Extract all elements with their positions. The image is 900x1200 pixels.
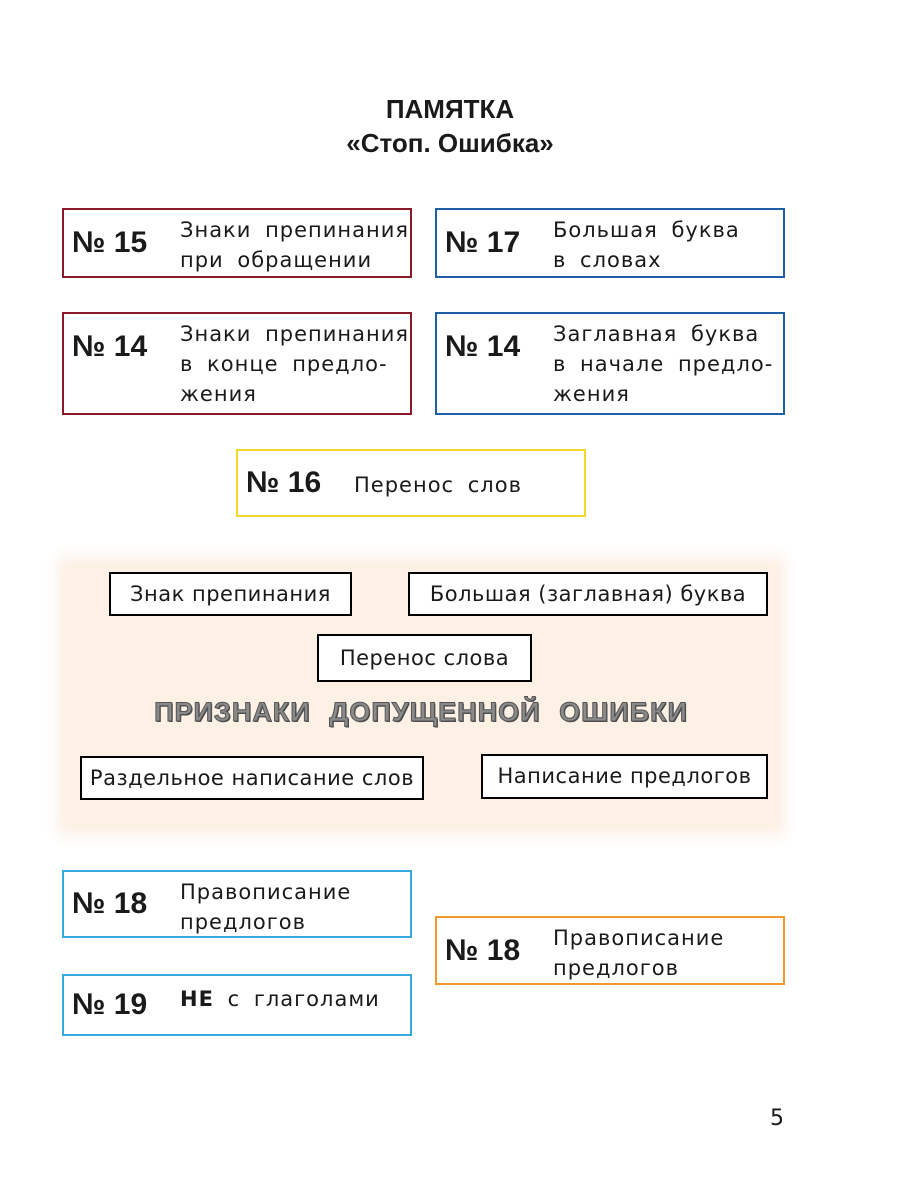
rule-text: Заглавная буква в начале предло- жения (553, 322, 774, 406)
rule-number: № 17 (445, 226, 521, 259)
rule-text: Правописание предлогов (180, 880, 352, 934)
rule-box-16: № 16 Перенос слов (236, 449, 586, 517)
rule-number: № 14 (445, 330, 521, 363)
sign-capital-letter: Большая (заглавная) буква (408, 572, 768, 616)
rule-box-14-punctuation: № 14 Знаки препинания в конце предло- же… (62, 312, 412, 415)
rule-text: Знаки препинания в конце предло- жения (180, 322, 410, 406)
memo-subtitle: «Стоп. Ошибка» (346, 128, 554, 158)
rule-box-14-capital: № 14 Заглавная буква в начале предло- же… (435, 312, 785, 415)
rule-number: № 18 (72, 887, 148, 920)
sign-punctuation: Знак препинания (109, 572, 352, 616)
memo-title: ПАМЯТКА (385, 94, 515, 124)
rule-text: Большая буква в словах (553, 218, 740, 272)
rule-text: Перенос слов (354, 473, 522, 497)
rule-number: № 16 (246, 466, 322, 499)
sign-hyphenation: Перенос слова (317, 634, 532, 682)
rule-box-18-left: № 18 Правописание предлогов (62, 870, 412, 938)
rule-box-17: № 17 Большая буква в словах (435, 208, 785, 278)
sign-separate-writing: Раздельное написание слов (80, 756, 424, 800)
page-number: 5 (770, 1106, 784, 1131)
rule-text: НЕ с глаголами (180, 984, 380, 1014)
rule-box-18-right: № 18 Правописание предлогов (435, 916, 785, 985)
rule-text-bold: НЕ (180, 987, 214, 1011)
rule-box-19: № 19 НЕ с глаголами (62, 974, 412, 1036)
rule-text-rest: с глаголами (213, 987, 380, 1011)
error-signs-title: ПРИЗНАКИ ДОПУЩЕННОЙ ОШИБКИ (154, 697, 688, 728)
rule-text: Правописание предлогов (553, 926, 725, 980)
rule-box-15: № 15 Знаки препинания при обращении (62, 208, 412, 278)
rule-number: № 15 (72, 226, 148, 259)
rule-text: Знаки препинания при обращении (180, 218, 410, 272)
rule-number: № 18 (445, 934, 521, 967)
sign-prepositions: Написание предлогов (481, 754, 768, 799)
rule-number: № 19 (72, 988, 148, 1021)
rule-number: № 14 (72, 330, 148, 363)
